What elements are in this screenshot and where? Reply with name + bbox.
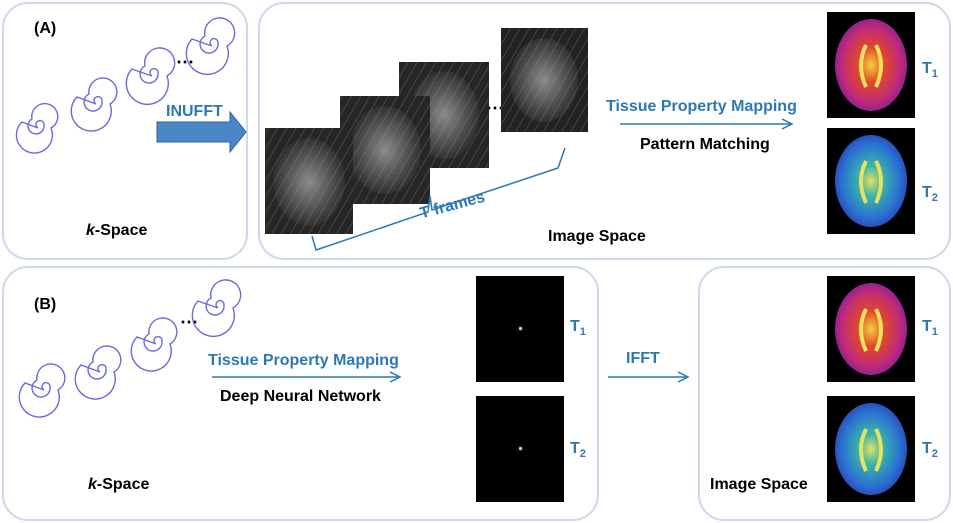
center-dot [519,447,522,450]
image-space-label-a: Image Space [548,228,646,245]
kspace-rest: -Space [94,222,148,239]
t1-sub-b: 1 [579,326,586,339]
deep-network-label: Deep Neural Network [220,388,381,405]
spiral-icon [15,102,59,154]
t1-label-a: T1 [922,60,938,80]
panel-b-tag: (B) [34,296,57,313]
frames-ellipsis: ⋯ [486,98,504,118]
inufft-arrow [156,110,247,154]
t2-label-a: T2 [922,184,938,204]
t1-letter-b: T [570,318,580,335]
pattern-matching-label: Pattern Matching [640,136,770,153]
t2-sub-a: 2 [931,192,938,205]
t1-label-b-right: T1 [922,318,938,338]
inufft-label: INUFFT [166,103,223,120]
arrowhead [677,371,690,383]
t2-label-b-right: T2 [922,440,938,460]
t2-letter-b-right: T [922,440,932,457]
kspace-ellipsis-a: ⋯ [176,52,194,72]
t2-letter-a: T [922,184,932,201]
image-frames [265,28,588,234]
t2-sub-b-right: 2 [931,448,938,461]
t2-sub-b: 2 [579,448,586,461]
spiral-icon [74,345,122,400]
arrowhead [389,371,402,383]
tissue-mapping-label-b: Tissue Property Mapping [208,352,399,369]
t1-letter-a: T [922,60,932,77]
spiral-icon [130,317,178,372]
kspace-spirals-b [18,279,242,418]
tissue-mapping-label-a: Tissue Property Mapping [606,98,797,115]
t2-label-b: T2 [570,440,586,460]
kspace-ellipsis-b: ⋯ [180,312,198,332]
t1-letter-b-right: T [922,318,932,335]
image-space-label-b: Image Space [710,476,808,493]
panel-b-kspace-label: k-Space [88,476,149,494]
kspace-k: k [86,222,95,239]
kspace-k-b: k [88,476,97,493]
arrowhead [781,118,794,130]
t2-letter-b: T [570,440,580,457]
kspace-t1-image [476,276,564,382]
t1-sub-a: 1 [931,68,938,81]
t-frames-brace [311,147,566,251]
spiral-icon [18,363,66,418]
ifft-label: IFFT [626,350,660,367]
kspace-t2-image [476,396,564,502]
panel-a-tag: (A) [34,20,57,37]
spiral-icon [191,279,242,338]
spiral-icon [185,17,236,76]
center-dot [519,327,522,330]
t1-sub-b-right: 1 [931,326,938,339]
kspace-spirals-a [15,17,236,154]
panel-a-kspace-label: k-Space [86,222,147,240]
spiral-icon [70,77,118,132]
spiral-icon [125,47,176,106]
t1-label-b: T1 [570,318,586,338]
kspace-rest-b: -Space [96,476,150,493]
